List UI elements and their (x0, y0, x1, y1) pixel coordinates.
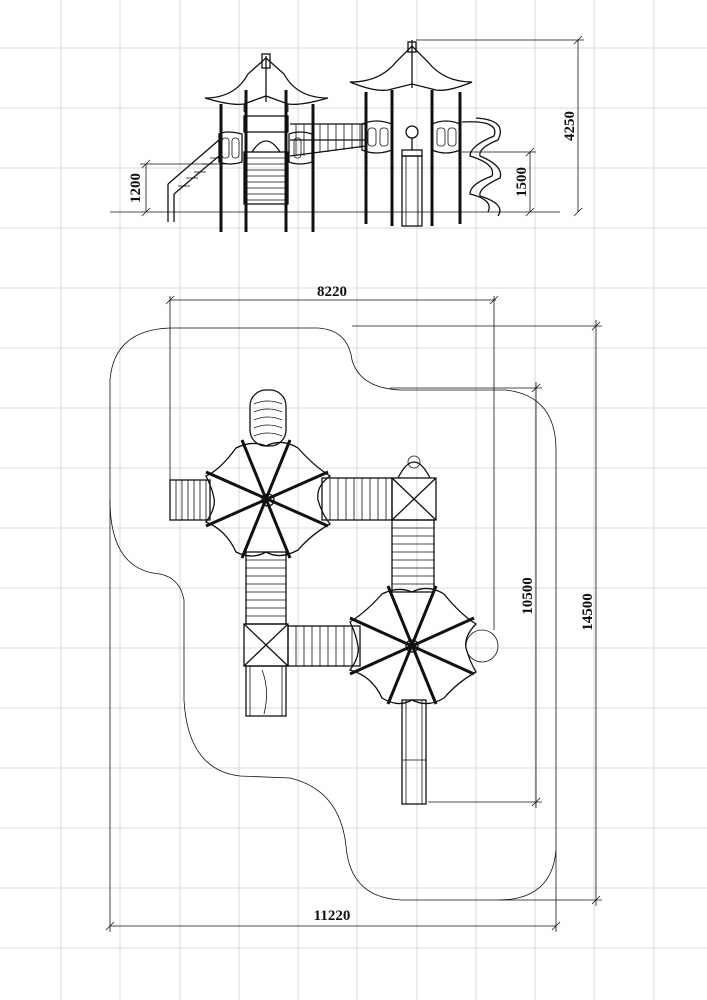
dimension-label-14500: 14500 (580, 593, 596, 631)
dimension-label-11220: 11220 (314, 908, 351, 924)
spiral-slide (461, 117, 502, 217)
east-bridge-plan (391, 519, 435, 593)
lower-bridge-plan (287, 625, 361, 667)
left-tower-roof-plan (204, 439, 332, 559)
southeast-slide-plan (401, 699, 427, 805)
safety-zone-outline (109, 327, 557, 901)
right-tower (349, 40, 473, 227)
plan-dimension-11220: 11220 (105, 500, 561, 932)
left-stair-plan (169, 479, 211, 521)
elevation-dimension-4250: 4250 (416, 35, 584, 217)
southwest-slide-plan (245, 665, 287, 717)
plan-dimension-14500: 14500 (352, 320, 602, 906)
northeast-deck-plan (391, 455, 437, 521)
right-tower-roof-plan (348, 585, 499, 705)
bridge (289, 123, 367, 157)
dimension-label-10500: 10500 (520, 577, 536, 615)
dimension-label-4250: 4250 (562, 111, 578, 141)
spiral-tube-plan (249, 389, 287, 447)
elevation-dimension-1500: 1500 (462, 147, 536, 217)
dimension-label-1500: 1500 (514, 167, 530, 197)
left-tower (204, 53, 329, 232)
left-staircase (167, 139, 220, 222)
plan-dimension-8220: 8220 (165, 284, 499, 630)
plan-dimension-10500: 10500 (390, 382, 542, 808)
elevation-view: 4250 1500 1200 (110, 35, 584, 232)
plan-view: 8220 10500 14500 11220 (105, 284, 602, 932)
dimension-label-1200: 1200 (128, 173, 144, 203)
elevation-dimension-1200: 1200 (128, 159, 226, 217)
dimension-label-8220: 8220 (317, 284, 347, 300)
southwest-deck-plan (243, 623, 289, 667)
